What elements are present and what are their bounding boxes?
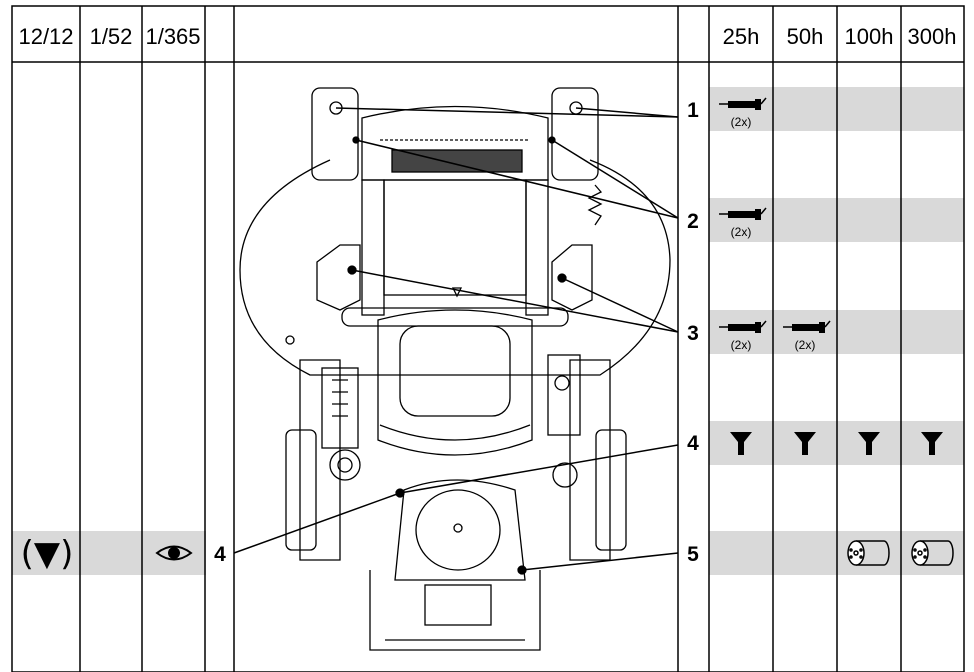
- qty-row-2-25h: (2x): [731, 225, 752, 239]
- header-row: 12/12 1/52 1/365 25h 50h 100h 300h: [18, 24, 956, 49]
- header-col-1-52: 1/52: [90, 24, 133, 49]
- row-number-1: 1: [687, 99, 699, 122]
- oil-funnel-icon: [921, 432, 943, 455]
- header-col-300h: 300h: [908, 24, 957, 49]
- grease-gun-icon: [719, 207, 767, 220]
- oil-funnel-icon: [730, 432, 752, 455]
- left-row-symbols: (▼): [21, 534, 193, 574]
- oil-funnel-icon: [858, 432, 880, 455]
- cutting-deck: [239, 159, 671, 376]
- qty-row-3-50h: (2x): [795, 338, 816, 352]
- qty-row-3-25h: (2x): [731, 338, 752, 352]
- header-col-25h: 25h: [723, 24, 760, 49]
- header-col-1-365: 1/365: [145, 24, 200, 49]
- grease-cells: (2x) (2x) (2x) (2x): [719, 97, 831, 352]
- front-hood: [361, 105, 549, 181]
- header-col-12-12: 12/12: [18, 24, 73, 49]
- header-col-50h: 50h: [787, 24, 824, 49]
- oil-cells: [730, 432, 943, 455]
- visual-inspection-eye-icon: [155, 545, 193, 561]
- air-filter-icon: [911, 540, 954, 566]
- header-col-100h: 100h: [845, 24, 894, 49]
- row-number-5: 5: [687, 543, 699, 566]
- engine: [394, 479, 526, 581]
- oil-funnel-icon: [794, 432, 816, 455]
- air-filter-cells: [847, 540, 954, 566]
- table-grid: [11, 5, 965, 672]
- seat: [377, 309, 533, 456]
- front-wheel-left: [311, 87, 359, 181]
- row-number-4: 4: [687, 432, 699, 455]
- row-numbers: 1 2 3 4 5 4: [214, 99, 699, 566]
- row-number-3: 3: [687, 322, 699, 345]
- left-row-number-4: 4: [214, 543, 226, 566]
- grease-gun-icon: [783, 320, 831, 333]
- oil-level-check-icon: (▼): [21, 534, 74, 574]
- grease-gun-icon: [719, 97, 767, 110]
- grease-gun-icon: [719, 320, 767, 333]
- qty-row-1-25h: (2x): [731, 115, 752, 129]
- front-wheel-right: [551, 87, 599, 181]
- air-filter-icon: [847, 540, 890, 566]
- leader-lines: [233, 107, 679, 571]
- row-number-2: 2: [687, 210, 699, 233]
